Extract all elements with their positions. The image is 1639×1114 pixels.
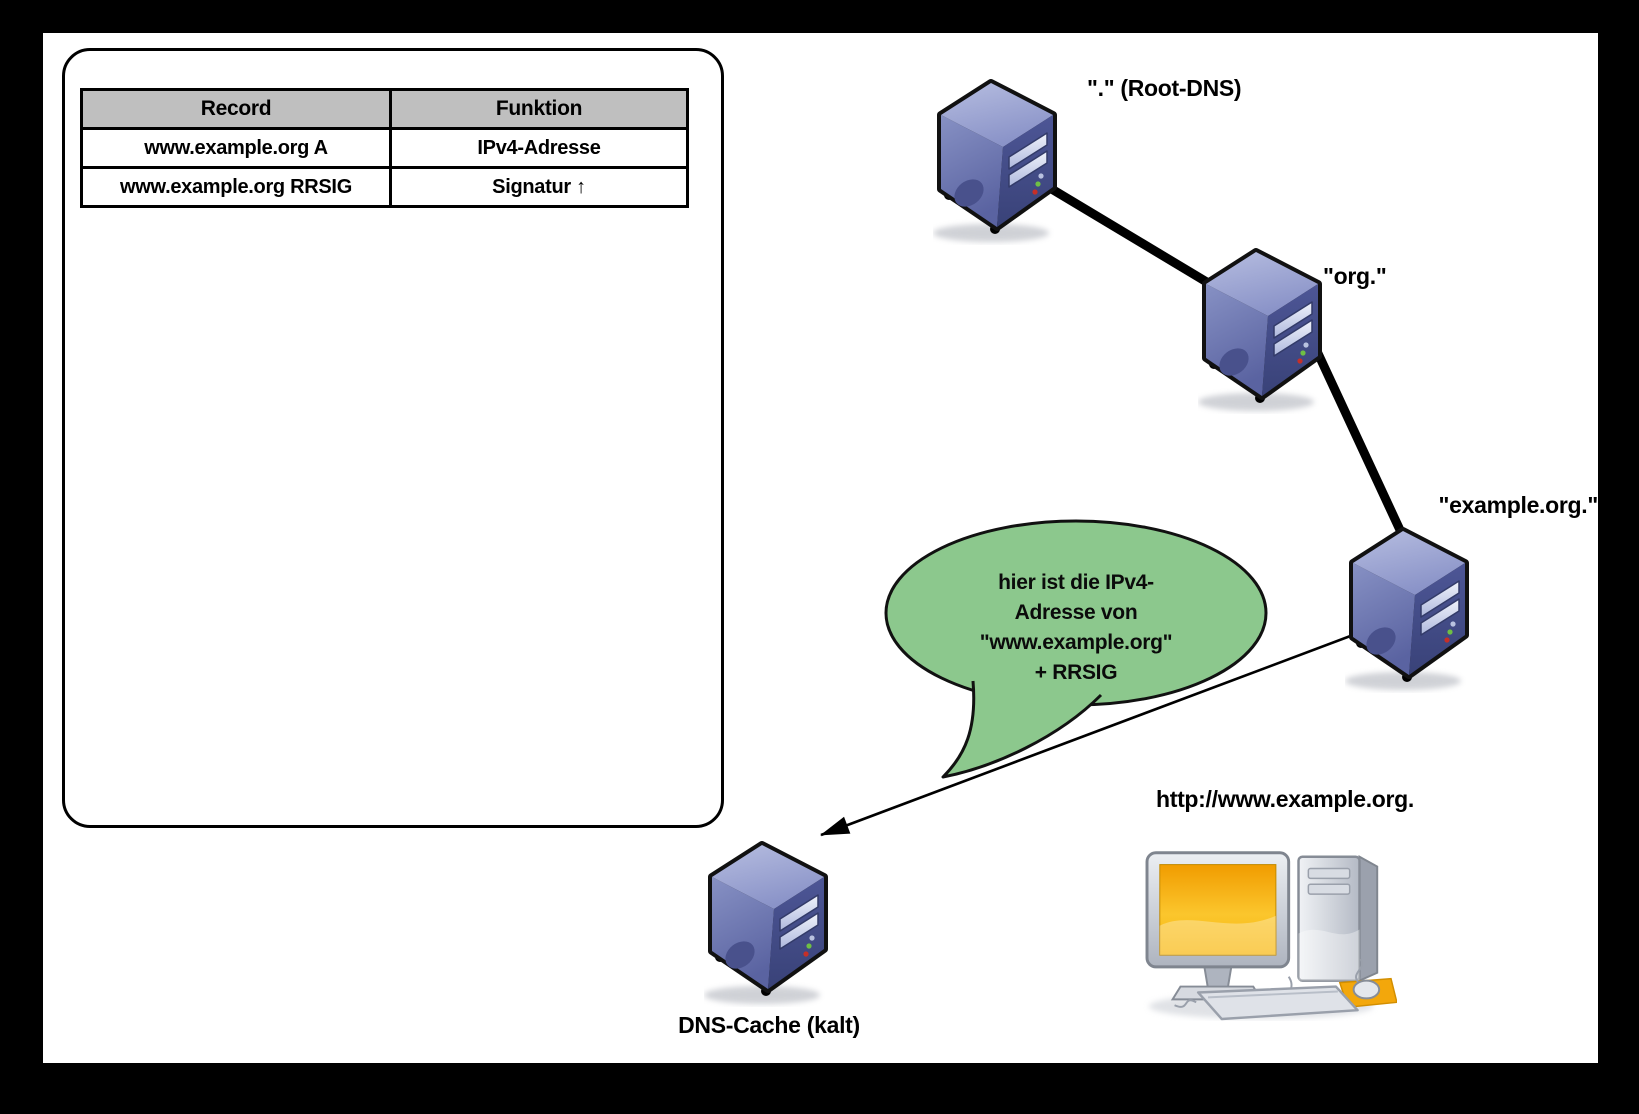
pc-mouse (1352, 958, 1381, 1000)
server-icon-root-dns (933, 75, 1063, 245)
record-table: Record Funktion www.example.org A IPv4-A… (80, 88, 689, 208)
example-org-label: "example.org." (1438, 492, 1599, 518)
cell-record-a: www.example.org A (80, 127, 392, 169)
client-url-label: http://www.example.org. (1155, 786, 1415, 812)
org-label: "org." (1323, 263, 1387, 289)
link-example-cache-arrow (820, 633, 1354, 837)
diagram-canvas: Record Funktion www.example.org A IPv4-A… (43, 33, 1598, 1063)
bubble-line: + RRSIG (1034, 661, 1118, 684)
server-icon-org (1198, 244, 1328, 414)
dns-cache-label: DNS-Cache (kalt) (678, 1012, 860, 1038)
server-icon-dns-cache (704, 837, 834, 1007)
cell-record-rrsig: www.example.org RRSIG (80, 166, 392, 208)
pc-keyboard (1196, 985, 1359, 1021)
server-icon-example-org (1345, 523, 1475, 693)
col-header-funktion: Funktion (389, 88, 689, 130)
computer-icon (1145, 851, 1397, 1021)
speech-bubble-text: hier ist die IPv4- Adresse von "www.exam… (901, 568, 1251, 688)
bubble-line: Adresse von (1014, 601, 1138, 624)
table-row: www.example.org RRSIG Signatur ↑ (80, 166, 689, 208)
cell-funktion-a: IPv4-Adresse (389, 127, 689, 169)
bubble-line: hier ist die IPv4- (998, 571, 1154, 594)
col-header-record: Record (80, 88, 392, 130)
table-header-row: Record Funktion (80, 88, 689, 130)
cell-funktion-rrsig: Signatur ↑ (389, 166, 689, 208)
pc-monitor (1145, 851, 1291, 1001)
pc-tower (1297, 855, 1379, 983)
table-row: www.example.org A IPv4-Adresse (80, 127, 689, 169)
root-dns-label: "." (Root-DNS) (1087, 75, 1242, 101)
bubble-line: "www.example.org" (979, 631, 1173, 654)
speech-bubble (884, 519, 1268, 779)
